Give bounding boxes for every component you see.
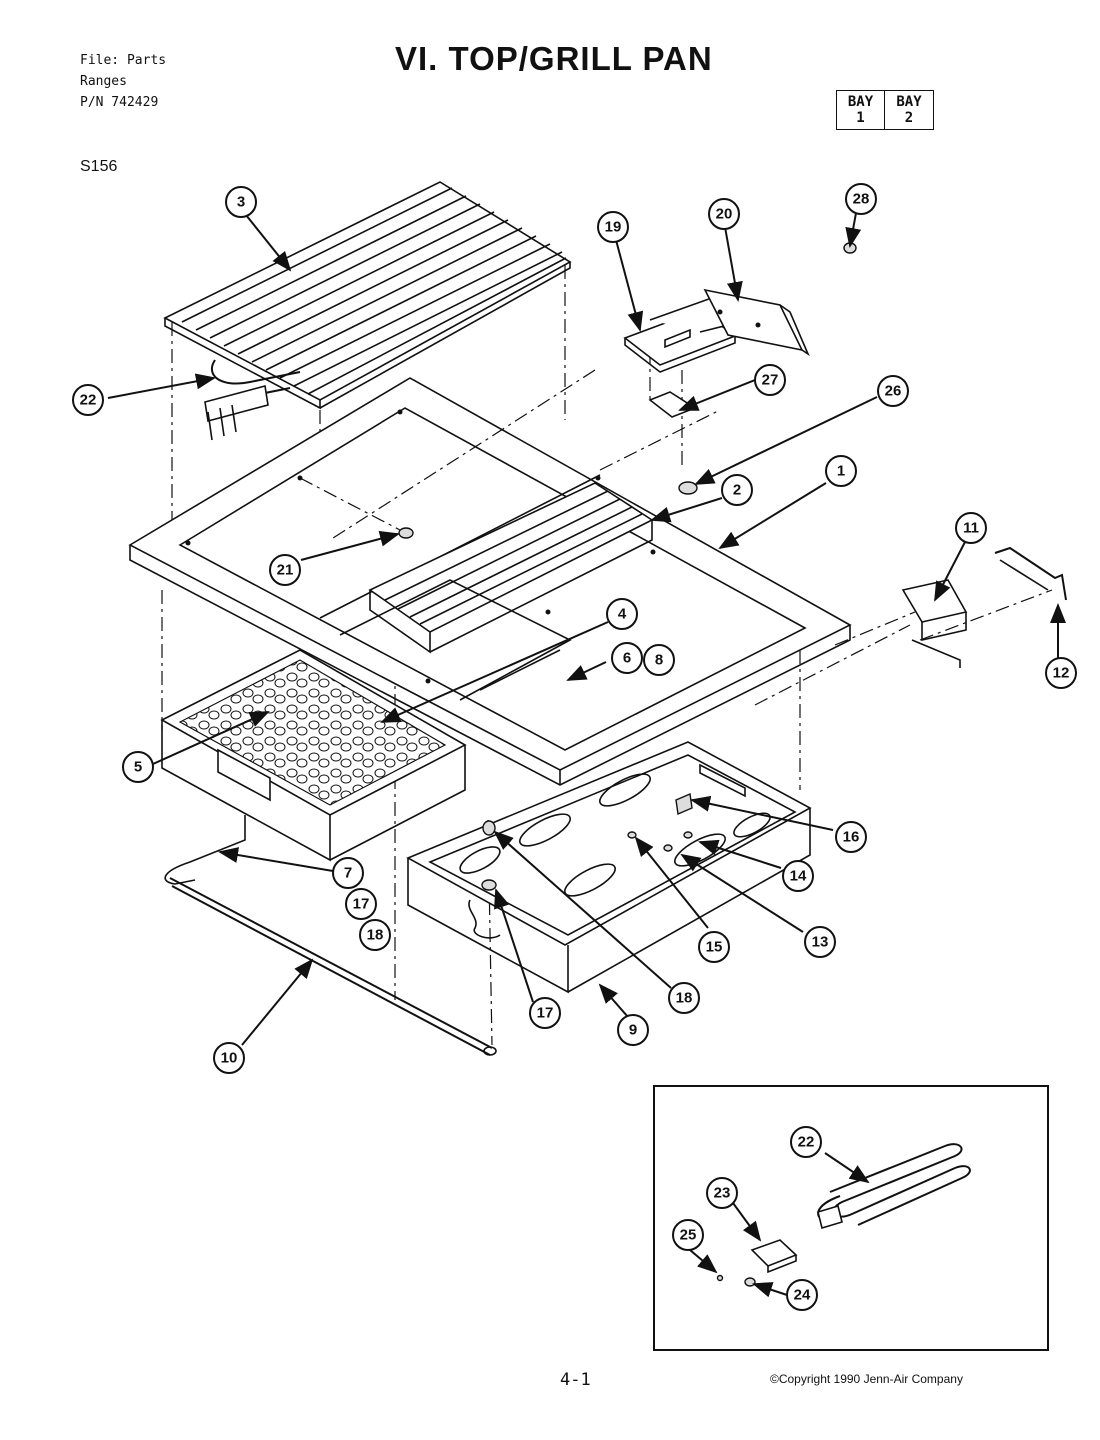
svg-text:18: 18 bbox=[676, 990, 693, 1007]
callout-17b: 17 bbox=[529, 997, 561, 1029]
grill-pan bbox=[406, 741, 812, 994]
bay-number: 2 bbox=[904, 110, 914, 126]
svg-text:25: 25 bbox=[680, 1227, 697, 1244]
svg-text:26: 26 bbox=[885, 383, 902, 400]
inset-box bbox=[653, 1085, 1049, 1351]
callout-20: 20 bbox=[708, 198, 740, 230]
callout-2: 2 bbox=[721, 474, 753, 506]
svg-text:24: 24 bbox=[794, 1287, 811, 1304]
svg-text:7: 7 bbox=[344, 865, 352, 882]
svg-text:9: 9 bbox=[629, 1022, 637, 1039]
bay-cell-2: BAY 2 bbox=[885, 91, 933, 129]
svg-text:8: 8 bbox=[655, 652, 663, 669]
svg-text:10: 10 bbox=[221, 1050, 238, 1067]
callout-11: 11 bbox=[955, 512, 987, 544]
callout-14: 14 bbox=[782, 860, 814, 892]
bay-box: BAY 1 BAY 2 bbox=[836, 90, 934, 130]
svg-text:21: 21 bbox=[277, 562, 294, 579]
callout-22-inset: 22 bbox=[790, 1126, 822, 1158]
callout-16: 16 bbox=[835, 821, 867, 853]
grill-grate bbox=[163, 181, 572, 410]
svg-text:22: 22 bbox=[80, 392, 97, 409]
drain-rod bbox=[169, 877, 497, 1056]
callout-22: 22 bbox=[72, 384, 104, 416]
svg-text:12: 12 bbox=[1053, 665, 1070, 682]
callout-10: 10 bbox=[213, 1042, 245, 1074]
callout-23: 23 bbox=[706, 1177, 738, 1209]
svg-text:20: 20 bbox=[716, 206, 733, 223]
callout-13: 13 bbox=[804, 926, 836, 958]
svg-text:23: 23 bbox=[714, 1185, 731, 1202]
svg-text:17: 17 bbox=[537, 1005, 554, 1022]
callout-3: 3 bbox=[225, 186, 257, 218]
callout-12: 12 bbox=[1045, 657, 1077, 689]
svg-text:27: 27 bbox=[762, 372, 779, 389]
svg-text:19: 19 bbox=[605, 219, 622, 236]
callout-19: 19 bbox=[597, 211, 629, 243]
svg-text:28: 28 bbox=[853, 191, 870, 208]
svg-text:1: 1 bbox=[837, 463, 845, 480]
callout-28: 28 bbox=[845, 183, 877, 215]
model-code: S156 bbox=[80, 158, 118, 175]
svg-text:17: 17 bbox=[353, 896, 370, 913]
file-line: File: Parts bbox=[80, 53, 167, 68]
callout-15: 15 bbox=[698, 931, 730, 963]
callout-5: 5 bbox=[122, 751, 154, 783]
svg-text:14: 14 bbox=[790, 868, 807, 885]
callout-1: 1 bbox=[825, 455, 857, 487]
svg-text:6: 6 bbox=[623, 650, 631, 667]
callout-9: 9 bbox=[617, 1014, 649, 1046]
bay-number: 1 bbox=[856, 110, 865, 126]
bay-label: BAY bbox=[847, 94, 874, 110]
switch-bracket bbox=[623, 293, 737, 418]
callout-8: 8 bbox=[643, 644, 675, 676]
svg-text:11: 11 bbox=[963, 520, 979, 537]
callout-7: 7 bbox=[332, 857, 364, 889]
bay-cell-1: BAY 1 bbox=[837, 91, 885, 129]
switch-cover bbox=[703, 288, 810, 357]
callout-21: 21 bbox=[269, 554, 301, 586]
file-line: P/N 742429 bbox=[80, 95, 159, 110]
svg-text:2: 2 bbox=[733, 482, 741, 499]
callout-27: 27 bbox=[754, 364, 786, 396]
heating-element bbox=[204, 359, 301, 441]
page-title: VI. TOP/GRILL PAN bbox=[395, 40, 713, 77]
svg-text:3: 3 bbox=[237, 194, 245, 211]
svg-text:15: 15 bbox=[706, 939, 723, 956]
callout-6: 6 bbox=[611, 642, 643, 674]
mounting-bracket bbox=[994, 546, 1067, 601]
svg-text:18: 18 bbox=[367, 927, 384, 944]
bay-label: BAY bbox=[896, 94, 922, 110]
callout-18: 18 bbox=[359, 919, 391, 951]
svg-text:22: 22 bbox=[798, 1134, 815, 1151]
stone-box bbox=[160, 649, 467, 885]
drip-channel bbox=[339, 579, 572, 701]
callout-4: 4 bbox=[606, 598, 638, 630]
copyright: ©Copyright 1990 Jenn-Air Company bbox=[770, 1372, 963, 1386]
callout-26: 26 bbox=[877, 375, 909, 407]
callout-25: 25 bbox=[672, 1219, 704, 1251]
file-line: Ranges bbox=[80, 74, 127, 89]
callout-17: 17 bbox=[345, 888, 377, 920]
page-number: 4-1 bbox=[560, 1370, 591, 1390]
svg-text:16: 16 bbox=[843, 829, 860, 846]
callout-18b: 18 bbox=[668, 982, 700, 1014]
svg-text:4: 4 bbox=[618, 606, 627, 623]
control-block bbox=[901, 579, 968, 668]
file-info: File: Parts Ranges P/N 742429 bbox=[80, 50, 166, 113]
svg-text:5: 5 bbox=[134, 759, 142, 776]
svg-text:13: 13 bbox=[812, 934, 829, 951]
fasteners bbox=[398, 242, 857, 891]
callout-24: 24 bbox=[786, 1279, 818, 1311]
